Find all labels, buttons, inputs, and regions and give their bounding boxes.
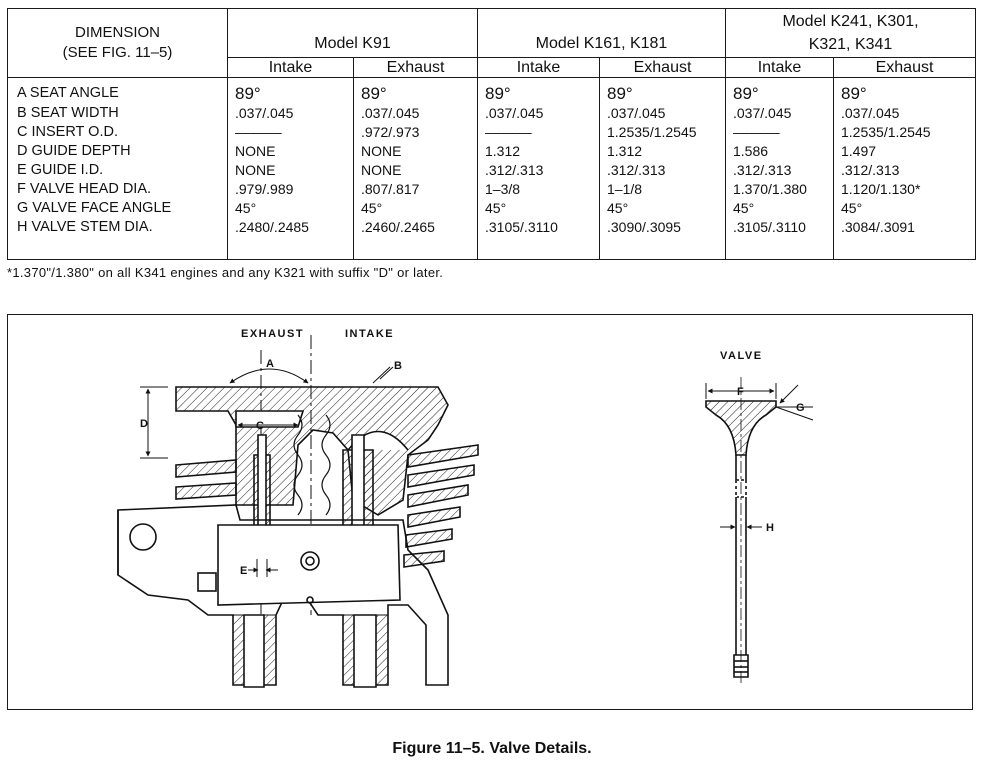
seat-angle-value: 89° (235, 84, 261, 103)
model-name: Model K241, K301, (782, 13, 919, 30)
insert-od-value: –––––– (235, 124, 282, 140)
footnote: *1.370"/1.380" on all K341 engines and a… (7, 265, 444, 280)
row-label: G VALVE FACE ANGLE (17, 200, 172, 216)
seat-angle-value: 89° (607, 84, 633, 103)
valve-stem-dia-value: .3090/.3095 (607, 219, 681, 235)
row-label: H VALVE STEM DIA. (17, 219, 153, 235)
subheader-exhaust: Exhaust (353, 57, 478, 78)
guide-id-value: .312/.313 (841, 162, 900, 178)
k91-intake-column: 89° .037/.045 –––––– NONE NONE .979/.989… (227, 77, 354, 260)
dim-letter-b: B (394, 360, 402, 372)
valve-face-angle-value: 45° (733, 200, 755, 216)
guide-depth-value: 1.312 (607, 143, 643, 159)
valve-face-angle-value: 45° (235, 200, 257, 216)
valve-label: VALVE (720, 350, 763, 362)
guide-depth-value: NONE (235, 143, 276, 159)
model-header-k241: Model K241, K301, K321, K341 (725, 8, 976, 58)
model-name: Model K91 (314, 35, 391, 52)
valve-head-dia-value: 1–1/8 (607, 181, 643, 197)
k91-exhaust-column: 89° .037/.045 .972/.973 NONE NONE .807/.… (353, 77, 478, 260)
seat-width-value: .037/.045 (235, 105, 294, 121)
insert-od-value: 1.2535/1.2545 (841, 124, 931, 140)
valve-stem-dia-value: .2460/.2465 (361, 219, 435, 235)
seat-width-value: .037/.045 (361, 105, 420, 121)
guide-id-value: .312/.313 (733, 162, 792, 178)
valve-head-dia-value: .979/.989 (235, 181, 294, 197)
guide-depth-value: NONE (361, 143, 402, 159)
guide-depth-value: 1.312 (485, 143, 521, 159)
dim-letter-a: A (266, 358, 274, 370)
dim-letter-h: H (766, 522, 774, 534)
seat-angle-value: 89° (485, 84, 511, 103)
figure-caption: Figure 11–5. Valve Details. (392, 740, 592, 757)
k161-exhaust-column: 89° .037/.045 1.2535/1.2545 1.312 .312/.… (599, 77, 726, 260)
row-label: A SEAT ANGLE (17, 85, 119, 101)
dimension-header-line: (SEE FIG. 11–5) (62, 44, 173, 61)
exhaust-label: EXHAUST (241, 328, 304, 340)
dim-letter-d: D (140, 418, 148, 430)
guide-id-value: .312/.313 (607, 162, 666, 178)
subheader-exhaust: Exhaust (833, 57, 976, 78)
insert-od-value: .972/.973 (361, 124, 420, 140)
insert-od-value: 1.2535/1.2545 (607, 124, 697, 140)
seat-angle-value: 89° (841, 84, 867, 103)
valve-stem-dia-value: .3105/.3110 (733, 219, 806, 235)
intake-label: INTAKE (345, 328, 394, 340)
valve-head-dia-value: 1–3/8 (485, 181, 521, 197)
valve-face-angle-value: 45° (361, 200, 383, 216)
model-name: K321, K341 (808, 36, 893, 53)
k161-intake-column: 89° .037/.045 –––––– 1.312 .312/.313 1–3… (477, 77, 600, 260)
seat-angle-value: 89° (361, 84, 387, 103)
guide-id-value: NONE (235, 162, 276, 178)
valve-dimensions (705, 383, 814, 530)
valve-head-dia-value: 1.120/1.130* (841, 181, 921, 197)
seat-width-value: .037/.045 (485, 105, 544, 121)
valve-stem-dia-value: .3084/.3091 (841, 219, 915, 235)
subheader-intake: Intake (477, 57, 600, 78)
row-label: D GUIDE DEPTH (17, 143, 131, 159)
guide-depth-value: 1.497 (841, 143, 877, 159)
k241-intake-column: 89° .037/.045 –––––– 1.586 .312/.313 1.3… (725, 77, 834, 260)
model-header-k161: Model K161, K181 (477, 8, 726, 58)
insert-od-value: –––––– (733, 124, 780, 140)
valve-face-angle-value: 45° (485, 200, 507, 216)
model-name: Model K161, K181 (535, 35, 668, 52)
row-label: B SEAT WIDTH (17, 105, 119, 121)
valve-face-angle-value: 45° (607, 200, 629, 216)
guide-id-value: NONE (361, 162, 402, 178)
row-labels-column: A SEAT ANGLE B SEAT WIDTH C INSERT O.D. … (7, 77, 228, 260)
insert-od-value: –––––– (485, 124, 532, 140)
valve-spec-table: DIMENSION (SEE FIG. 11–5) Model K91 Mode… (7, 8, 976, 260)
guide-depth-value: 1.586 (733, 143, 769, 159)
dim-letter-g: G (796, 402, 805, 414)
valve-stem-dia-value: .2480/.2485 (235, 219, 309, 235)
k241-exhaust-column: 89° .037/.045 1.2535/1.2545 1.497 .312/.… (833, 77, 976, 260)
seat-width-value: .037/.045 (607, 105, 666, 121)
valve-head-dia-value: 1.370/1.380 (733, 181, 807, 197)
valve-drawing (705, 377, 777, 685)
row-label: C INSERT O.D. (17, 124, 118, 140)
seat-width-value: .037/.045 (841, 105, 900, 121)
valve-figure: EXHAUST INTAKE VALVE A B C D E F G H (7, 314, 973, 710)
seat-width-value: .037/.045 (733, 105, 792, 121)
subheader-exhaust: Exhaust (599, 57, 726, 78)
guide-id-value: .312/.313 (485, 162, 544, 178)
cylinder-head-section (117, 335, 479, 688)
subheader-intake: Intake (227, 57, 354, 78)
model-header-k91: Model K91 (227, 8, 478, 58)
dimension-header-line: DIMENSION (74, 24, 160, 41)
dim-letter-f: F (737, 386, 744, 398)
head-dimensions (140, 366, 394, 577)
row-label: F VALVE HEAD DIA. (17, 181, 152, 197)
subheader-intake: Intake (725, 57, 834, 78)
row-label: E GUIDE I.D. (17, 162, 104, 178)
figure-drawing: EXHAUST INTAKE VALVE A B C D E F G H (117, 328, 814, 688)
dim-letter-e: E (240, 565, 247, 577)
valve-stem-dia-value: .3105/.3110 (485, 219, 558, 235)
valve-head-dia-value: .807/.817 (361, 181, 420, 197)
dimension-header: DIMENSION (SEE FIG. 11–5) (7, 8, 228, 78)
dim-letter-c: C (256, 420, 264, 432)
seat-angle-value: 89° (733, 84, 759, 103)
valve-face-angle-value: 45° (841, 200, 863, 216)
